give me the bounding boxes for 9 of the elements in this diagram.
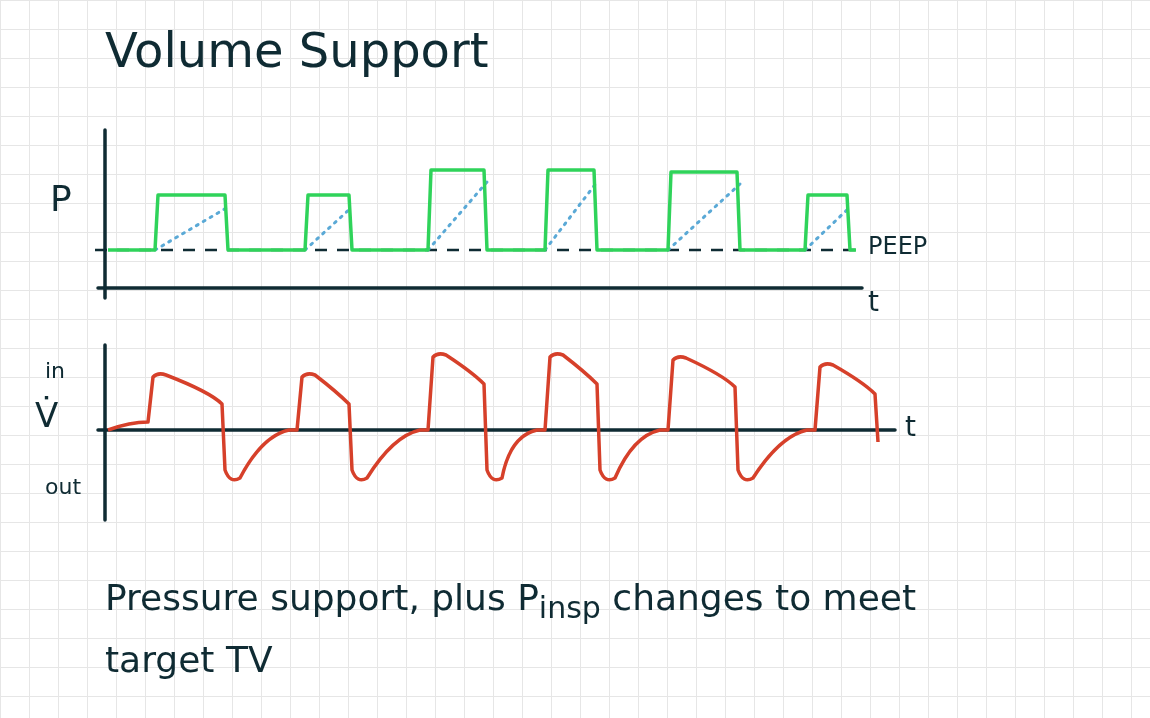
axis-label: PEEP: [868, 232, 928, 260]
axis-label: V̇: [35, 395, 59, 435]
title: Volume Support: [105, 22, 489, 78]
axis-label: out: [45, 474, 82, 499]
axis-label: P: [50, 178, 72, 219]
axis-label: t: [868, 285, 879, 318]
caption: Pressure support, plus P$_{insp}$ changes to meet target TV: [105, 576, 918, 683]
axis-label: in: [45, 358, 66, 383]
axis-label: t: [905, 410, 916, 443]
